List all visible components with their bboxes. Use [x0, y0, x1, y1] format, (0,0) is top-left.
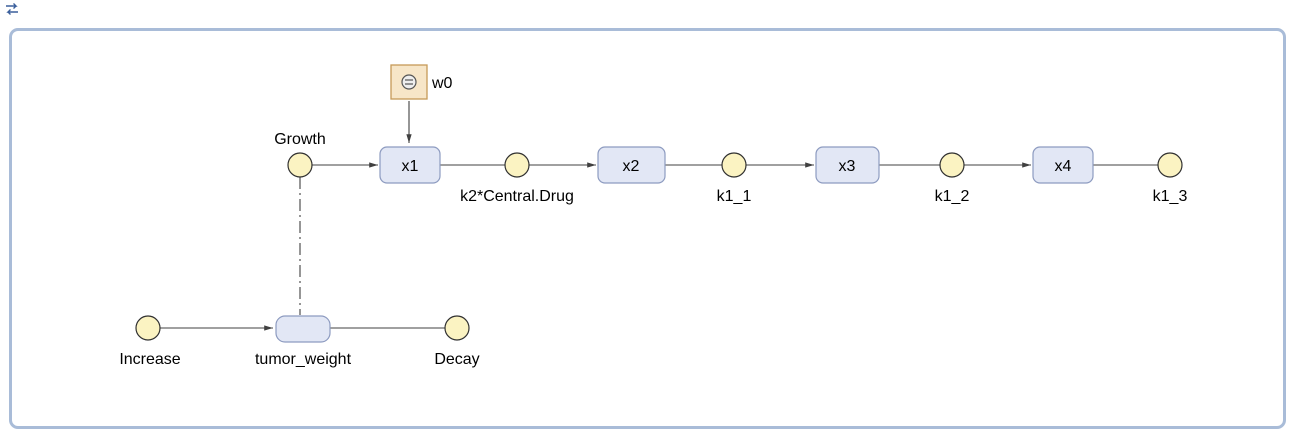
- block-tumor-weight[interactable]: tumor_weight: [255, 315, 352, 368]
- species-k1_2[interactable]: k1_2: [935, 152, 970, 205]
- species-k2-central-drug[interactable]: k2*Central.Drug: [460, 152, 574, 205]
- block-x3[interactable]: x3: [815, 146, 880, 184]
- block-x1[interactable]: x1: [379, 146, 441, 184]
- species-growth[interactable]: Growth: [274, 131, 326, 178]
- species-k1_3-label: k1_3: [1153, 188, 1188, 205]
- species-decay-label: Decay: [434, 351, 479, 368]
- parameter-w0[interactable]: w0: [390, 64, 453, 100]
- species-k2-central-drug-label: k2*Central.Drug: [460, 188, 574, 205]
- block-tumor-weight-label: tumor_weight: [255, 351, 352, 368]
- species-k1_2-label: k1_2: [935, 188, 970, 205]
- diagram-canvas-frame: [9, 28, 1286, 429]
- species-increase-label: Increase: [119, 351, 180, 368]
- block-x3-label: x3: [839, 158, 856, 175]
- species-increase[interactable]: Increase: [119, 315, 181, 368]
- block-x2-label: x2: [623, 158, 640, 175]
- swap-arrows-icon[interactable]: [4, 2, 20, 16]
- block-x4-label: x4: [1055, 158, 1072, 175]
- species-k1_1[interactable]: k1_1: [717, 152, 752, 205]
- block-x2[interactable]: x2: [597, 146, 666, 184]
- block-x4[interactable]: x4: [1032, 146, 1094, 184]
- species-growth-label: Growth: [274, 131, 326, 148]
- block-x1-label: x1: [402, 158, 419, 175]
- equals-circle-icon: [401, 74, 417, 90]
- species-k1_3[interactable]: k1_3: [1153, 152, 1188, 205]
- species-k1_1-label: k1_1: [717, 188, 752, 205]
- parameter-w0-label: w0: [431, 75, 453, 92]
- species-decay[interactable]: Decay: [434, 315, 480, 368]
